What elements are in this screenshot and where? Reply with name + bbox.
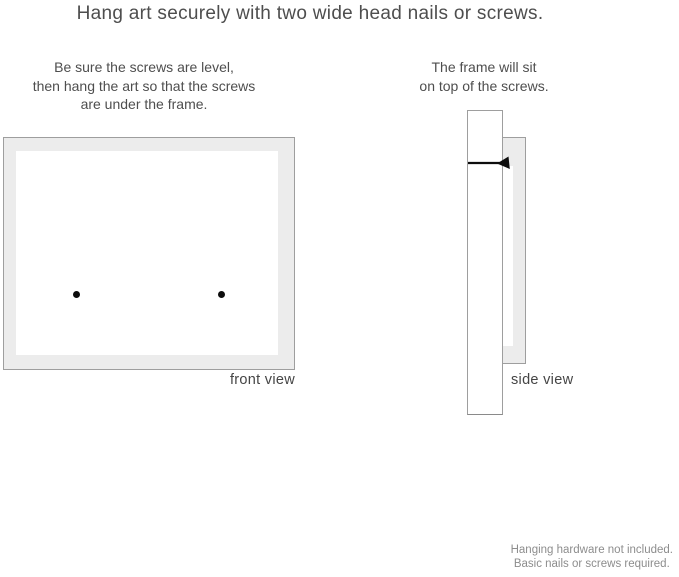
front-view-label: front view xyxy=(229,372,295,388)
front-view-frame xyxy=(3,137,295,370)
front-view-instruction: Be sure the screws are level, then hang … xyxy=(13,58,275,114)
footnote-line: Basic nails or screws required. xyxy=(513,557,670,570)
hardware-footnote: Hanging hardware not included. Basic nai… xyxy=(511,544,673,571)
instruction-line: The frame will sit xyxy=(431,59,537,75)
page-title: Hang art securely with two wide head nai… xyxy=(76,3,544,24)
side-view-label: side view xyxy=(511,372,574,388)
side-view-instruction: The frame will sit on top of the screws. xyxy=(384,58,584,95)
side-view-wall xyxy=(467,110,503,415)
screw-dot-right xyxy=(218,291,225,298)
instruction-line: then hang the art so that the screws xyxy=(32,77,256,94)
screw-dot-left xyxy=(73,291,80,298)
instruction-line: are under the frame. xyxy=(80,96,208,112)
nail-icon xyxy=(468,156,510,169)
instruction-line: Be sure the screws are level, xyxy=(54,59,234,75)
instruction-line: on top of the screws. xyxy=(419,77,549,94)
front-view-frame-opening xyxy=(16,151,278,355)
side-view-frame-opening xyxy=(503,166,513,346)
footnote-line: Hanging hardware not included. xyxy=(510,544,673,556)
